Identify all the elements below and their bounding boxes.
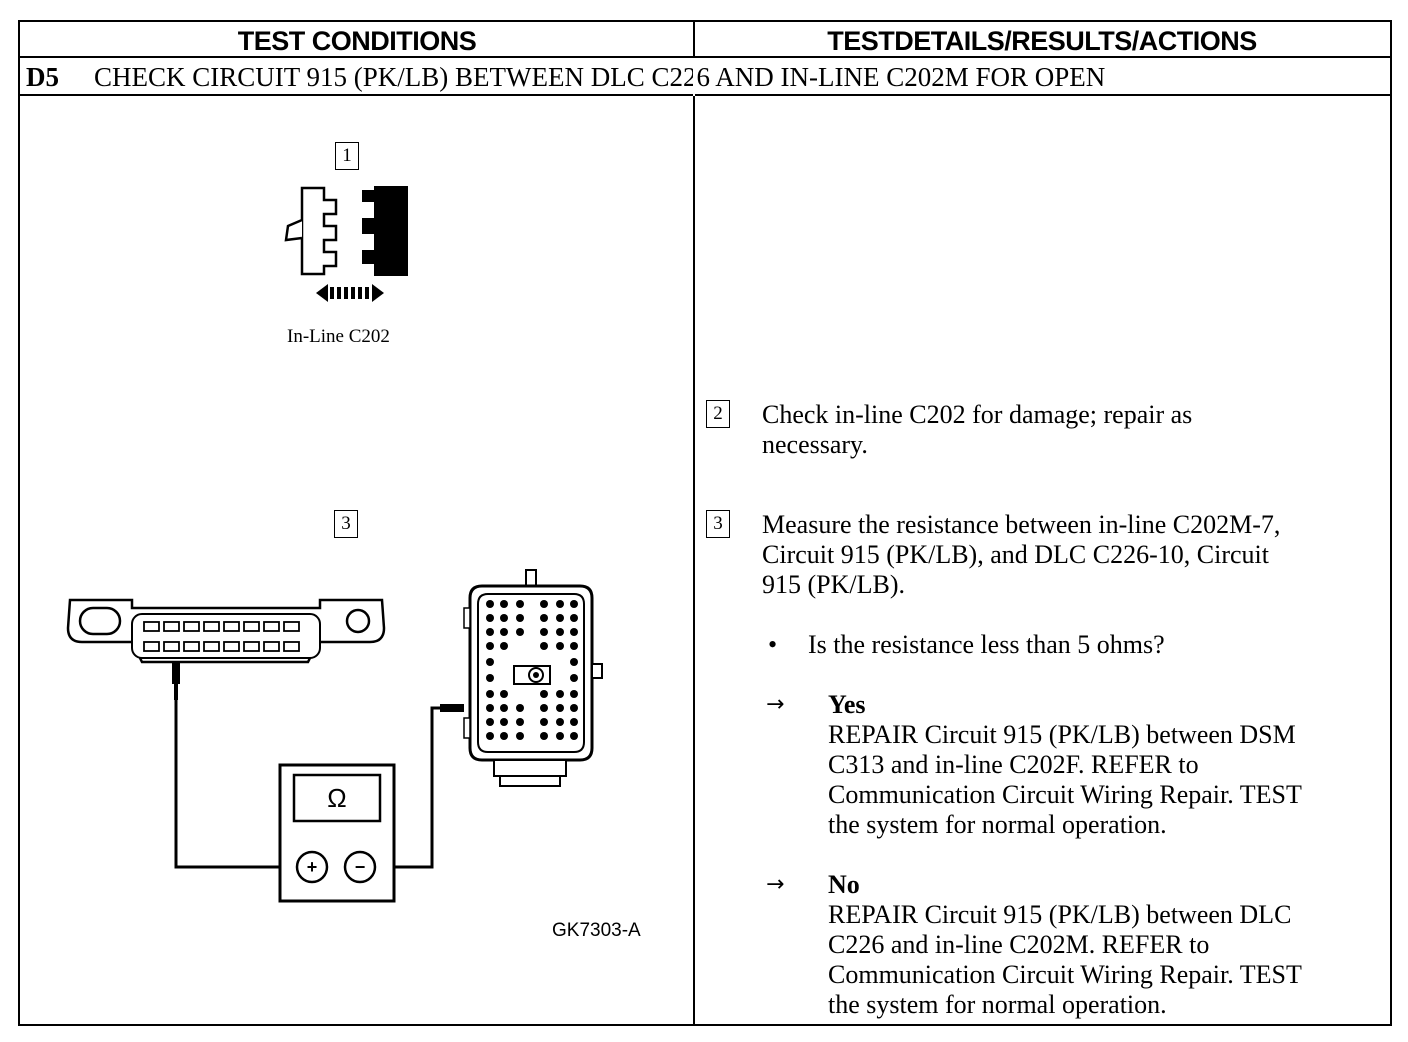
no-label: No — [828, 870, 860, 899]
header-test-conditions: TEST CONDITIONS — [20, 22, 694, 58]
no-line-4: the system for normal operation. — [828, 990, 1167, 1019]
detail-badge-3: 3 — [706, 510, 730, 538]
step3-question: Is the resistance less than 5 ohms? — [808, 630, 1165, 659]
detail-badge-2: 2 — [706, 400, 730, 428]
yes-line-1: REPAIR Circuit 915 (PK/LB) between DSM — [828, 720, 1296, 749]
yes-line-3: Communication Circuit Wiring Repair. TES… — [828, 780, 1302, 809]
question-bullet: • — [768, 630, 778, 659]
step-title: CHECK CIRCUIT 915 (PK/LB) BETWEEN DLC C2… — [94, 62, 1106, 92]
step3-line1: Measure the resistance between in-line C… — [762, 510, 1281, 539]
step-id: D5 — [26, 62, 59, 92]
yes-label: Yes — [828, 690, 866, 719]
column-divider — [693, 22, 695, 1024]
minus-terminal-label: − — [354, 857, 366, 877]
step2-line1: Check in-line C202 for damage; repair as — [762, 400, 1193, 429]
yes-arrow: → — [766, 692, 785, 717]
no-line-1: REPAIR Circuit 915 (PK/LB) between DLC — [828, 900, 1292, 929]
no-line-3: Communication Circuit Wiring Repair. TES… — [828, 960, 1302, 989]
dlc-connector-illustration — [66, 598, 386, 700]
step3-line3: 915 (PK/LB). — [762, 570, 905, 599]
step-title-bar: D5 CHECK CIRCUIT 915 (PK/LB) BETWEEN DLC… — [20, 58, 1390, 96]
illustration-part-number: GK7303-A — [552, 920, 641, 941]
ohm-symbol: Ω — [327, 783, 347, 813]
yes-line-2: C313 and in-line C202F. REFER to — [828, 750, 1199, 779]
yes-line-4: the system for normal operation. — [828, 810, 1167, 839]
inline-c202m-connector-illustration — [440, 569, 603, 787]
inline-connector-caption: In-Line C202 — [287, 326, 390, 347]
inline-connector-illustration — [284, 186, 408, 302]
step3-line2: Circuit 915 (PK/LB), and DLC C226-10, Ci… — [762, 540, 1269, 569]
step-bar-divider-mask — [693, 58, 695, 96]
illustration-badge-3: 3 — [334, 510, 358, 538]
plus-terminal-label: + — [306, 857, 318, 877]
header-test-details: TESTDETAILS/RESULTS/ACTIONS — [694, 22, 1390, 58]
test-procedure-table: TEST CONDITIONS TESTDETAILS/RESULTS/ACTI… — [18, 20, 1392, 1026]
illustration-badge-1: 1 — [335, 142, 359, 170]
no-line-2: C226 and in-line C202M. REFER to — [828, 930, 1210, 959]
no-arrow: → — [766, 872, 785, 897]
step2-line2: necessary. — [762, 430, 868, 459]
